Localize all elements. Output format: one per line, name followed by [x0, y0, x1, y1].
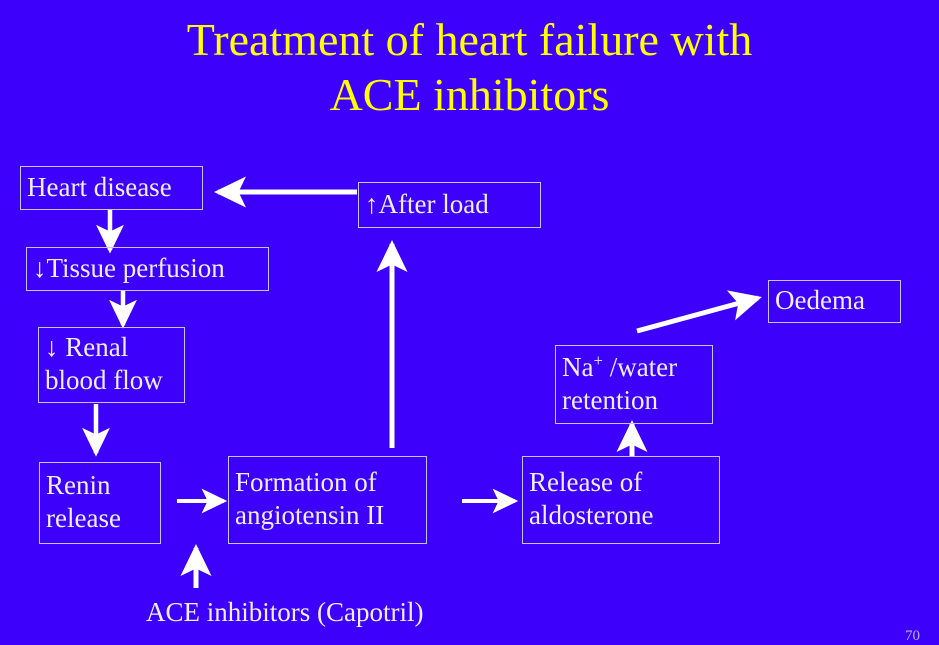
- node-formation-angiotensin-line-1: Formation of: [235, 467, 377, 497]
- node-tissue-perfusion-line-1: ↓Tissue perfusion: [33, 252, 225, 283]
- node-release-aldosterone-line-2: aldosterone: [529, 500, 654, 530]
- page-number: 70: [905, 628, 920, 644]
- node-heart-disease-line-1: Heart disease: [27, 171, 172, 202]
- node-renal-blood-flow[interactable]: ↓ Renal blood flow: [38, 327, 185, 403]
- title-line-1: Treatment of heart failure with: [186, 14, 753, 65]
- page-title: Treatment of heart failure with ACE inhi…: [0, 12, 939, 122]
- node-formation-angiotensin-line-2: angiotensin II: [235, 500, 385, 530]
- node-na-water-retention[interactable]: Na+ /water retention: [555, 345, 713, 424]
- node-after-load-line-1: ↑After load: [365, 188, 489, 219]
- node-renin-release-line-1: Renin: [46, 470, 111, 500]
- node-after-load[interactable]: ↑After load: [358, 182, 541, 228]
- node-tissue-perfusion[interactable]: ↓Tissue perfusion: [26, 247, 269, 291]
- label-ace-inhibitors: ACE inhibitors (Capotril): [146, 597, 424, 627]
- node-renal-blood-flow-line-2: blood flow: [45, 365, 163, 395]
- node-oedema-line-1: Oedema: [775, 285, 865, 315]
- node-formation-angiotensin[interactable]: Formation of angiotensin II: [228, 456, 427, 544]
- node-release-aldosterone[interactable]: Release of aldosterone: [522, 456, 720, 544]
- node-oedema[interactable]: Oedema: [768, 280, 901, 323]
- node-renal-blood-flow-line-1: ↓ Renal: [45, 332, 129, 362]
- node-renin-release[interactable]: Renin release: [39, 462, 161, 544]
- node-renin-release-line-2: release: [46, 503, 121, 533]
- na-charge-superscript: +: [593, 350, 603, 370]
- na-symbol: Na: [562, 351, 594, 382]
- arrow-na-water-retention-to-oedema: [636, 290, 762, 334]
- na-water-suffix: /water: [602, 351, 678, 382]
- node-release-aldosterone-line-1: Release of: [529, 467, 643, 497]
- node-na-water-retention-line-1: Na+ /water: [562, 351, 706, 384]
- title-line-2: ACE inhibitors: [329, 69, 610, 120]
- node-heart-disease[interactable]: Heart disease: [20, 166, 203, 210]
- node-na-water-retention-line-2: retention: [562, 384, 658, 415]
